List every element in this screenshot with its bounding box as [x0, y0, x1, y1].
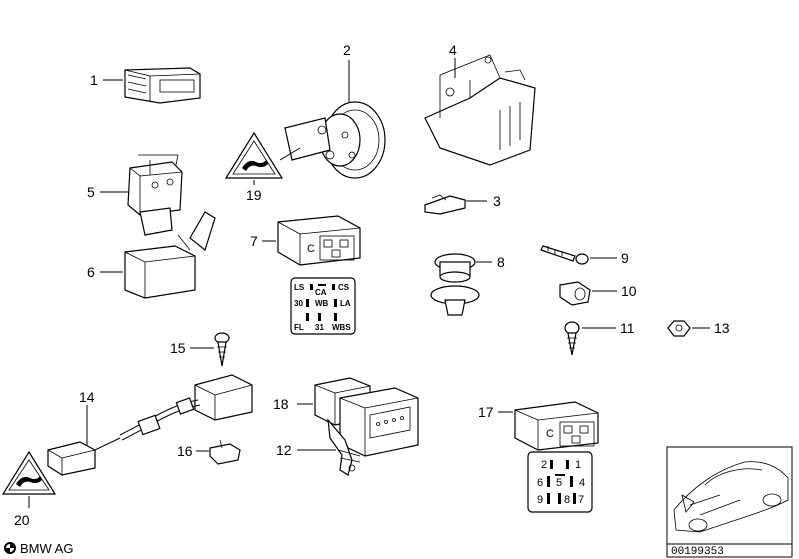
part-2-horn	[284, 101, 386, 179]
reference-number: 00199353	[671, 546, 724, 558]
pin-label: 5	[556, 477, 562, 489]
part-11-screw	[564, 321, 580, 356]
callout-7: 7	[250, 233, 258, 249]
callout-2: 2	[343, 42, 351, 58]
part-3-clip	[424, 194, 466, 215]
callout-16: 16	[177, 443, 193, 459]
pin-label: 30	[294, 299, 303, 308]
part-10-clamp	[559, 281, 591, 306]
pin-label: 6	[537, 477, 543, 489]
callout-20: 20	[14, 512, 30, 528]
part-4-bracket	[424, 54, 536, 166]
part-9-bolt	[540, 245, 589, 265]
pin-label: WB	[315, 299, 329, 308]
callout-6: 6	[87, 264, 95, 280]
pin-label: 8	[564, 494, 570, 506]
part-7-relay: C	[277, 215, 361, 266]
part-8-push-rivet	[430, 253, 480, 316]
part-5-relay-holder	[127, 154, 183, 236]
part-19-warning-label	[224, 131, 284, 179]
relay-17-pin-diagram: 2 1 6 5 4 9 8 7	[527, 451, 593, 513]
callout-4: 4	[449, 42, 457, 58]
pin-label: LS	[294, 283, 305, 292]
pin-label: CA	[315, 288, 327, 297]
callout-5: 5	[87, 184, 95, 200]
callout-13: 13	[714, 320, 730, 336]
part-18-control-unit	[314, 377, 419, 457]
callout-15: 15	[170, 340, 186, 356]
part-1-connector	[124, 67, 201, 104]
part-20-warning-label	[1, 450, 57, 495]
pin-label: 31	[315, 323, 324, 332]
part-16-clip	[209, 439, 241, 465]
brand-label: BMW AG	[20, 541, 73, 556]
part-15-screw	[214, 332, 230, 367]
callout-11: 11	[620, 320, 635, 336]
callout-18: 18	[273, 396, 289, 412]
relay-7-pin-diagram: LS CA CS 30 WB LA FL 31 WBS	[290, 277, 356, 335]
pin-label: CS	[338, 283, 350, 292]
callout-3: 3	[493, 193, 501, 209]
pin-label: 4	[579, 477, 585, 489]
pin-label: 7	[578, 494, 584, 506]
part-6-cover	[124, 211, 216, 299]
callout-8: 8	[497, 254, 505, 270]
svg-text:C: C	[546, 428, 554, 440]
callout-10: 10	[621, 283, 637, 299]
callout-9: 9	[621, 250, 629, 266]
callout-17: 17	[478, 404, 494, 420]
callout-14: 14	[79, 389, 95, 405]
car-thumbnail	[666, 446, 793, 545]
pin-label: FL	[294, 323, 304, 332]
part-13-nut	[667, 320, 691, 337]
bmw-logo	[4, 542, 16, 554]
callout-1: 1	[90, 72, 98, 88]
svg-text:C: C	[307, 243, 315, 255]
part-17-relay: C	[514, 401, 599, 451]
pin-label: 2	[541, 459, 547, 471]
callout-12: 12	[276, 442, 292, 458]
leader-19b	[279, 147, 301, 161]
pin-label: 9	[537, 494, 543, 506]
pin-label: LA	[340, 299, 351, 308]
callout-19: 19	[246, 187, 262, 203]
pin-label: 1	[575, 459, 581, 471]
part-12-bracket	[327, 418, 361, 476]
part-14-wiring-harness	[47, 374, 253, 476]
pin-label: WBS	[332, 323, 351, 332]
